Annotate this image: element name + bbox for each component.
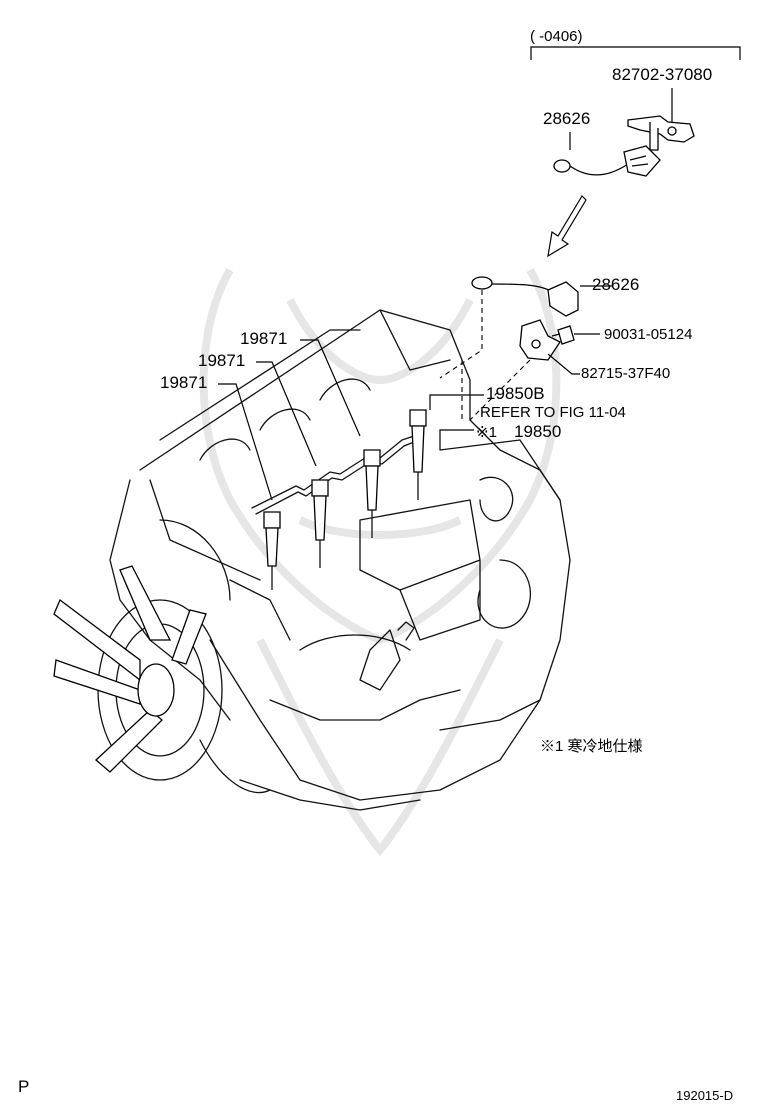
- sensor-bracket: 82715-37F40: [519, 319, 670, 382]
- busbar-label-1: 19871: [240, 329, 287, 348]
- sensor-wire-upper: 28626: [543, 109, 661, 177]
- bolt-label: 90031-05124: [604, 326, 692, 343]
- glow-plug-labels: 19850B REFER TO FIG 11-04 ※1 19850: [429, 384, 626, 450]
- glow-plug-busbars: [251, 435, 415, 515]
- cold-climate-note: ※1 寒冷地仕様: [540, 737, 643, 755]
- glow-plug-3: [363, 449, 381, 538]
- busbar-label-3: 19871: [160, 373, 207, 392]
- bracket-label: 82715-37F40: [581, 365, 670, 382]
- sensor-wire-lower: 28626: [471, 275, 639, 317]
- date-range-label: ( -0406): [530, 28, 583, 45]
- figure-id: 192015-D: [676, 1088, 733, 1103]
- date-range-bracket: ( -0406): [530, 28, 741, 60]
- cooling-fan: [53, 565, 223, 781]
- crank-position-sensor-upper: 82702-37080: [612, 65, 712, 151]
- glow-plug-4: [409, 409, 427, 500]
- busbar-label-2: 19871: [198, 351, 245, 370]
- note-mark-label: ※1: [476, 424, 497, 441]
- direction-arrow: [547, 195, 587, 258]
- busbar-labels: 19871 19871 19871: [160, 329, 361, 501]
- wire-lower-label: 28626: [592, 275, 639, 294]
- plug-top-label: 19850B: [486, 384, 545, 403]
- plug-main-label: 19850: [514, 422, 561, 441]
- page-letter: P: [18, 1077, 29, 1096]
- engine-block-illustration: [53, 309, 571, 811]
- glow-plug-2: [311, 479, 329, 568]
- wire-upper-label: 28626: [543, 109, 590, 128]
- sensor-part-label: 82702-37080: [612, 65, 712, 84]
- glow-plug-1: [263, 511, 281, 590]
- refer-label: REFER TO FIG 11-04: [480, 404, 626, 421]
- glow-plugs: [263, 409, 427, 590]
- bolt: 90031-05124: [551, 325, 692, 345]
